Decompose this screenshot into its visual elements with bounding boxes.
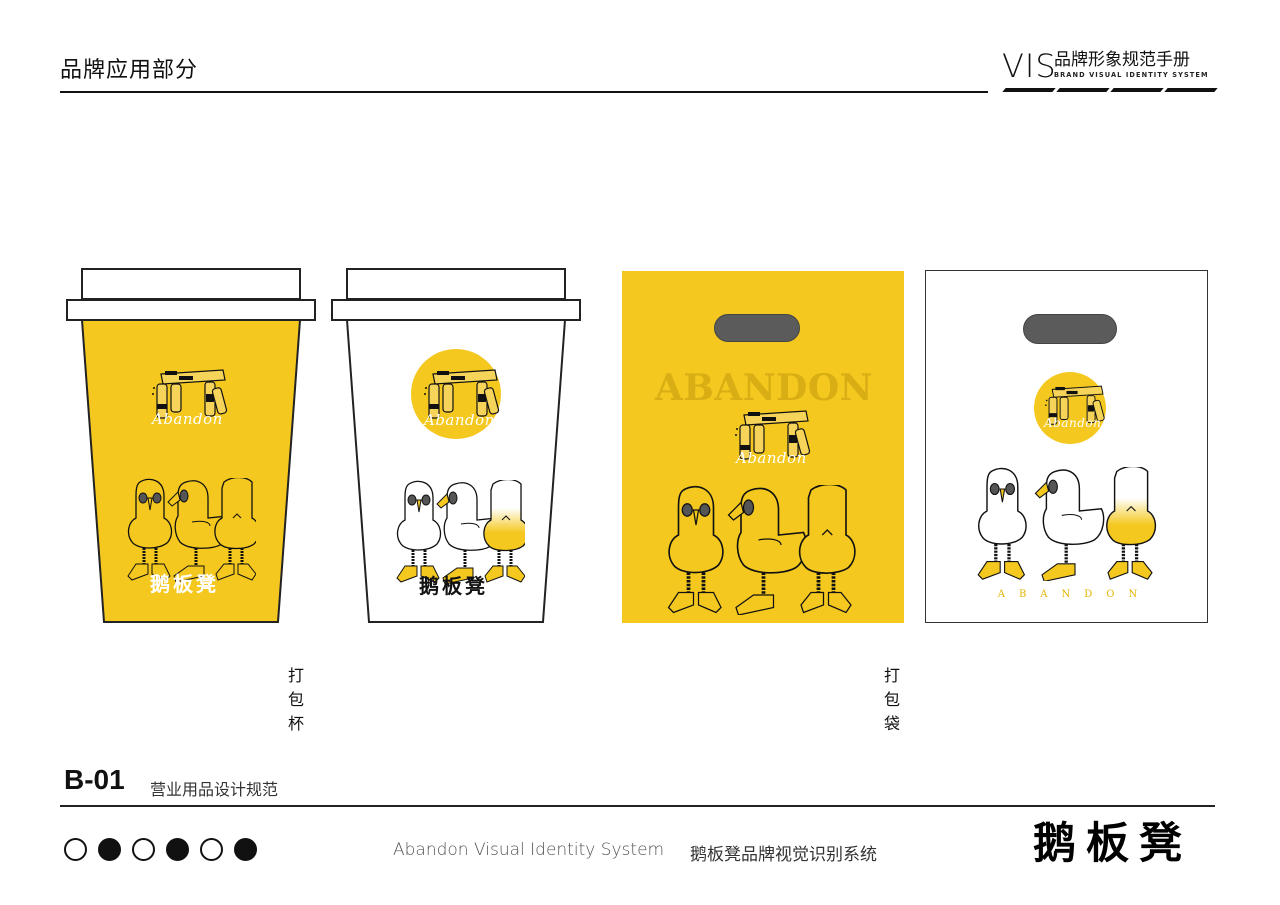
caption-cup: 打包杯: [288, 666, 305, 733]
dot-filled-icon: [166, 838, 189, 861]
bag-handle-cutout: [714, 314, 800, 342]
header-divider: [60, 91, 988, 93]
cup-brand-name: 鹅板凳: [150, 572, 219, 596]
dot-hollow-icon: [132, 838, 155, 861]
duck-mascots-icon: [976, 467, 1158, 581]
vis-stripes-decoration: [1002, 88, 1218, 92]
vis-wordmark: VIS: [1002, 47, 1057, 85]
section-code: B-01: [64, 764, 125, 795]
abandon-spaced-text: ABANDON: [997, 589, 1152, 600]
abandon-script-logo: Abandon: [736, 449, 807, 467]
vis-en-subtitle: BRAND VISUAL IDENTITY SYSTEM: [1054, 71, 1209, 79]
dot-filled-icon: [234, 838, 257, 861]
dot-hollow-icon: [200, 838, 223, 861]
vis-manual-logo: VIS 品牌形象规范手册 BRAND VISUAL IDENTITY SYSTE…: [1002, 47, 1218, 96]
takeaway-cup-yellow: Abandon 鹅板凳: [66, 268, 316, 624]
abandon-script-logo: Abandon: [152, 410, 223, 428]
cup-brand-name: 鹅板凳: [419, 574, 488, 598]
abandon-watermark: ABANDON: [654, 367, 874, 409]
cup-lid-rim: [66, 299, 316, 321]
footer-en-tagline: Abandon Visual Identity System: [393, 840, 665, 860]
abandon-script-logo: Abandon: [1044, 416, 1102, 430]
cup-lid-rim: [331, 299, 581, 321]
takeaway-bag-yellow: ABANDON Abandon: [622, 271, 904, 623]
caption-bag: 打包袋: [884, 666, 901, 733]
footer-cn-tagline: 鹅板凳品牌视觉识别系统: [690, 845, 877, 865]
footer-divider: [60, 805, 1215, 807]
page-dots-indicator: [64, 838, 257, 861]
cup-lid-top: [346, 268, 566, 300]
cup-lid-top: [81, 268, 301, 300]
duck-mascots-icon: [666, 485, 857, 615]
dot-filled-icon: [98, 838, 121, 861]
dot-hollow-icon: [64, 838, 87, 861]
abandon-script-logo: Abandon: [424, 411, 495, 429]
page-section-title: 品牌应用部分: [60, 58, 199, 83]
brand-logo: 鹅板凳: [1033, 819, 1192, 869]
vis-cn-title: 品牌形象规范手册: [1054, 50, 1190, 70]
takeaway-cup-white: Abandon 鹅板凳: [331, 268, 581, 624]
takeaway-bag-white: Abandon ABANDON: [925, 270, 1208, 623]
bag-handle-cutout: [1023, 314, 1117, 344]
section-title: 营业用品设计规范: [150, 780, 279, 799]
